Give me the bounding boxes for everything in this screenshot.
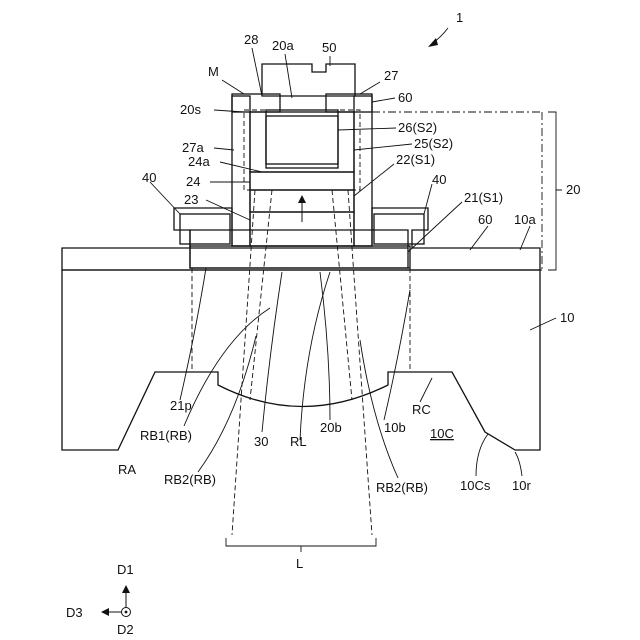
layer-21 [190,230,408,268]
leader-60r [470,226,488,250]
label-RL: RL [290,434,307,449]
label-60-right: 60 [478,212,492,227]
boundary-center [218,372,388,385]
label-21: 21(S1) [464,190,503,205]
label-50: 50 [322,40,336,55]
label-30: 30 [254,434,268,449]
figure-arrow-head [428,38,438,47]
leader-20a [285,54,292,98]
outline-20s [244,110,360,190]
leader-23 [206,200,250,220]
region-20-bracket [548,112,562,270]
leader-10 [530,318,556,330]
label-RB2-left: RB2(RB) [164,472,216,487]
leader-RB1 [184,308,270,426]
label-10: 10 [560,310,574,325]
leader-10a [520,226,530,250]
leader-RC [420,378,432,402]
label-RB1: RB1(RB) [140,428,192,443]
axis-d2-label: D2 [117,622,134,637]
leader-10r [515,452,522,476]
label-24: 24 [186,174,200,189]
label-21p: 21p [170,398,192,413]
leader-20s [214,110,244,112]
label-40-right: 40 [432,172,446,187]
light-path-right [348,190,372,535]
body-27-right [354,96,372,246]
top-electrode-left [232,94,280,112]
electrode-40-right [374,214,424,244]
label-RA: RA [118,462,136,477]
label-10C: 10C [430,426,454,441]
label-L: L [296,556,303,571]
leader-25 [354,144,412,150]
leader-M [222,80,244,94]
leader-RL [300,272,330,440]
layer-24 [250,172,354,190]
label-24a: 24a [188,154,210,169]
leader-60t [372,98,395,102]
leader-10Cs [476,434,488,476]
label-M: M [208,64,219,79]
layer-60 [62,208,540,270]
leader-24a [220,162,262,172]
label-20a: 20a [272,38,294,53]
electrode-40-left [180,214,230,244]
label-28: 28 [244,32,258,47]
label-27a: 27a [182,140,204,155]
leader-21p [180,268,206,400]
label-27: 27 [384,68,398,83]
label-60-top: 60 [398,90,412,105]
leader-20b [320,272,330,420]
label-20: 20 [566,182,580,197]
axis-d3-label: D3 [66,605,83,620]
leader-40l [150,182,180,214]
layer-21-body [190,246,410,268]
leader-30 [262,272,282,432]
label-10Cs: 10Cs [460,478,491,493]
length-bracket [226,538,376,546]
label-40-left: 40 [142,170,156,185]
label-10r: 10r [512,478,531,493]
label-26: 26(S2) [398,120,437,135]
label-10b: 10b [384,420,406,435]
axes-indicator: D1 D3 D2 [66,562,134,637]
body-27-left [232,96,250,246]
leader-26 [338,128,396,130]
leader-10b [384,290,410,420]
label-RB2-right: RB2(RB) [376,480,428,495]
label-20b: 20b [320,420,342,435]
leader-21 [408,202,462,252]
label-20s: 20s [180,102,201,117]
leader-RB2r [360,340,398,478]
cap-50 [262,64,355,96]
light-path-left [232,190,255,535]
leader-28 [252,48,262,96]
top-electrode-right [326,94,372,112]
axis-d1-label: D1 [117,562,134,577]
label-10a: 10a [514,212,536,227]
figure-number: 1 [456,10,463,25]
leader-27a [214,148,234,150]
layer-26 [266,110,338,168]
light-path-inner-right [332,190,352,400]
leader-RB2l [198,336,256,472]
label-22: 22(S1) [396,152,435,167]
label-25: 25(S2) [414,136,453,151]
label-RC: RC [412,402,431,417]
label-23: 23 [184,192,198,207]
layer-26-core [266,116,338,164]
leader-27 [360,82,380,94]
